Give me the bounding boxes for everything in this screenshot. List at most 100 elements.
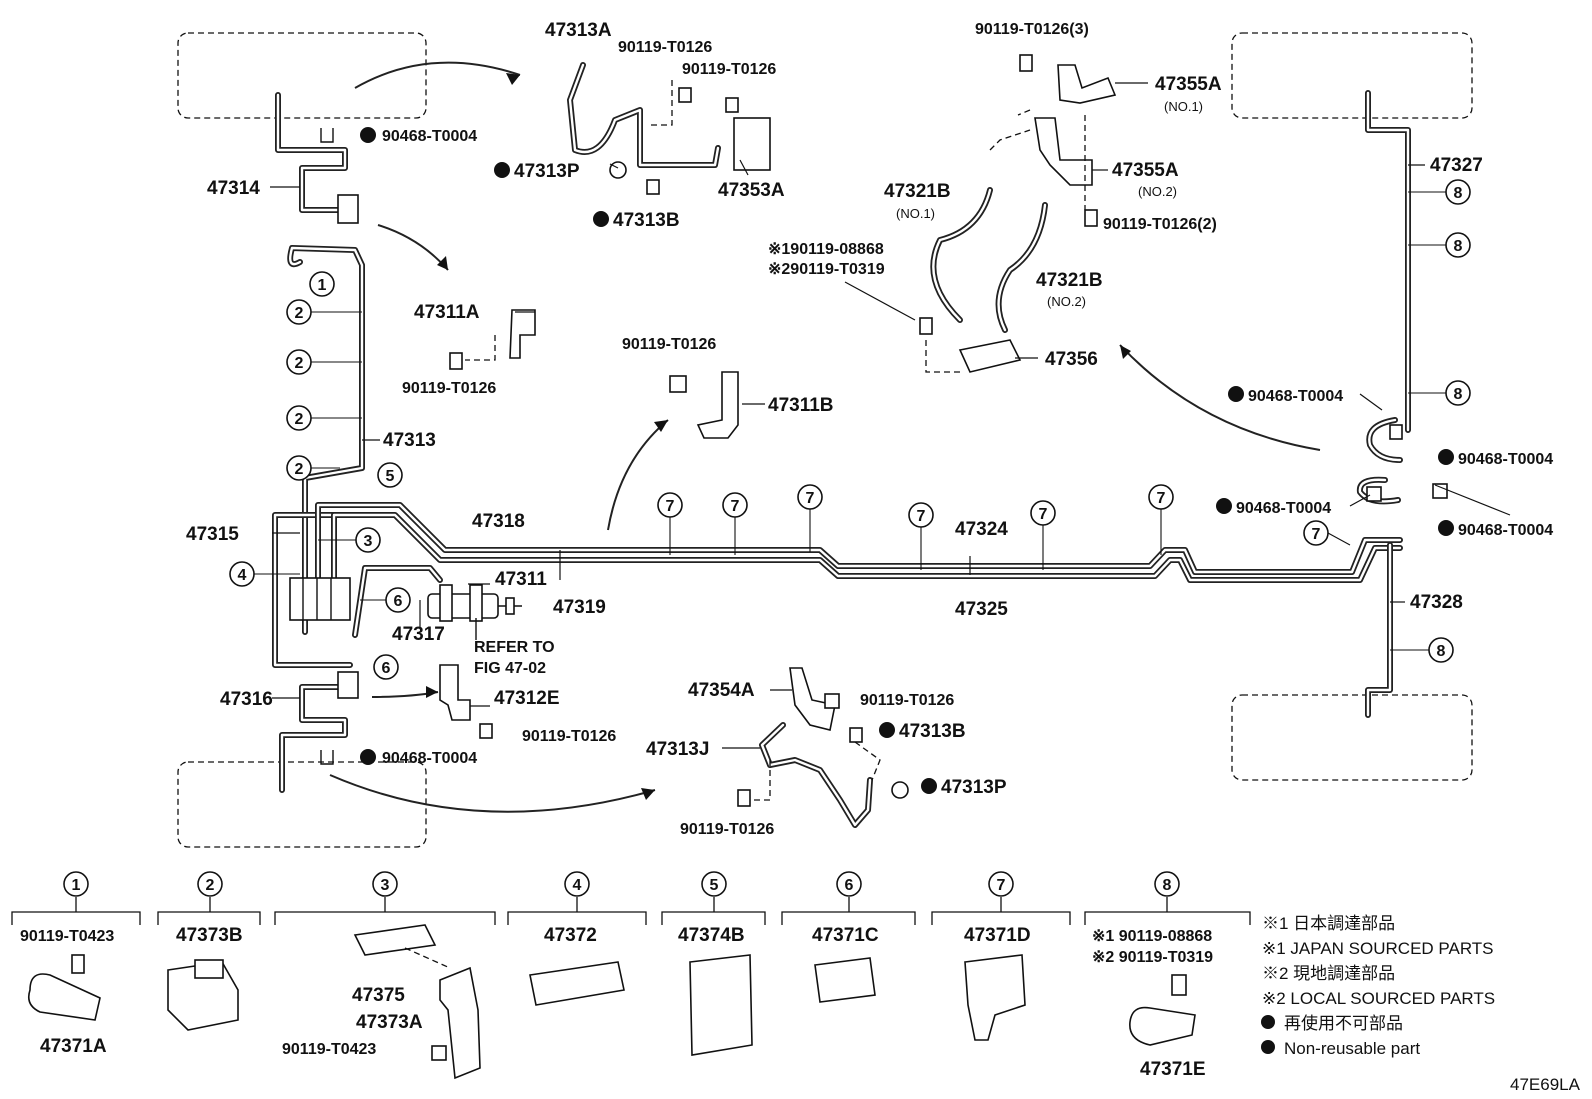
clip-symbols: [320, 127, 1454, 794]
legend-47371D: 47371D: [964, 925, 1031, 946]
svg-text:4: 4: [238, 567, 247, 584]
svg-text:4: 4: [573, 877, 582, 894]
hose-47313A: [567, 62, 771, 195]
svg-text:2: 2: [295, 305, 304, 322]
body-outline-top-right: [1231, 32, 1473, 119]
figure-code: 47E69LA: [1510, 1075, 1581, 1094]
note-non-reusable-en: Non-reusable part: [1284, 1039, 1420, 1058]
callout-7: 7: [1030, 500, 1056, 526]
clamp-47375-icon: [353, 924, 437, 956]
legend-callout-4: 4: [564, 871, 590, 897]
callout-6: 6: [385, 587, 411, 613]
callout-8: 8: [1445, 232, 1471, 258]
legend-callout-3: 3: [372, 871, 398, 897]
label-47354A: 47354A: [688, 680, 755, 701]
legend-callout-2: 2: [197, 871, 223, 897]
note-non-reusable-jp: 再使用不可部品: [1284, 1013, 1403, 1033]
svg-text:2: 2: [295, 411, 304, 428]
label-47327: 47327: [1430, 155, 1483, 176]
svg-text:2: 2: [295, 355, 304, 372]
label-47318: 47318: [472, 511, 525, 532]
svg-text:7: 7: [1312, 526, 1321, 543]
label-fig-47-02: FIG 47-02: [474, 660, 546, 677]
label-90119-T0126: 90119-T0126: [522, 728, 616, 745]
callout-7: 7: [657, 492, 683, 518]
label-47313B: 47313B: [613, 210, 680, 231]
callout-3: 3: [355, 527, 381, 553]
callout-7: 7: [1303, 520, 1329, 546]
label-47316: 47316: [220, 689, 273, 710]
bolt-icon: [431, 1045, 447, 1061]
label-47353A: 47353A: [718, 180, 785, 201]
hoses-47321B: [919, 54, 1117, 373]
label-90119-T0126: 90119-T0126: [682, 61, 776, 78]
label-90119-T0126-3: 90119-T0126(3): [975, 21, 1089, 38]
callout-2: 2: [286, 455, 312, 481]
label-no2: (NO.2): [1047, 294, 1086, 309]
label-47311A: 47311A: [414, 302, 480, 323]
legend-47374B: 47374B: [678, 925, 745, 946]
legend-47371C: 47371C: [812, 925, 879, 946]
legend-47371A: 47371A: [40, 1036, 107, 1057]
callout-ties: [254, 191, 1446, 651]
svg-text:1: 1: [318, 277, 327, 294]
label-no2: (NO.2): [1138, 184, 1177, 199]
clamp-47374B-icon: [689, 954, 753, 1056]
label-90468-T0004: 90468-T0004: [1248, 388, 1343, 405]
legend-callout-6: 6: [836, 871, 862, 897]
svg-text:7: 7: [917, 508, 926, 525]
body-outline-bottom-right: [1231, 694, 1473, 781]
label-47325: 47325: [955, 599, 1008, 620]
label-90119-T0126: 90119-T0126: [680, 821, 774, 838]
label-47313: 47313: [383, 430, 436, 451]
flow-arrows: [329, 61, 1321, 813]
label-47319: 47319: [553, 597, 606, 618]
svg-text:3: 3: [381, 877, 390, 894]
bracket-47311B: [669, 371, 739, 439]
callout-7: 7: [797, 484, 823, 510]
svg-text:8: 8: [1454, 238, 1463, 255]
callout-5: 5: [377, 462, 403, 488]
label-90468-T0004: 90468-T0004: [1236, 500, 1331, 517]
label-90468-T0004: 90468-T0004: [1458, 451, 1553, 468]
label-47317: 47317: [392, 624, 445, 645]
callout-4: 4: [229, 561, 255, 587]
label-47311: 47311: [495, 569, 547, 590]
label-47356: 47356: [1045, 349, 1098, 370]
label-local-bolt: ※290119-T0319: [768, 261, 885, 278]
callout-7: 7: [908, 502, 934, 528]
svg-text:7: 7: [731, 498, 740, 515]
label-47311B: 47311B: [768, 395, 834, 416]
callout-8: 8: [1445, 380, 1471, 406]
svg-text:8: 8: [1454, 386, 1463, 403]
svg-text:7: 7: [1157, 490, 1166, 507]
non-reusable-dot-icon: [1261, 1040, 1275, 1054]
callout-2: 2: [286, 405, 312, 431]
svg-text:7: 7: [997, 877, 1006, 894]
bracket-47312E: [439, 664, 493, 739]
callout-8: 8: [1445, 179, 1471, 205]
label-47324: 47324: [955, 519, 1008, 540]
callout-2: 2: [286, 299, 312, 325]
legend-47373B: 47373B: [176, 925, 243, 946]
non-reusable-dot-icon: [1261, 1015, 1275, 1029]
clamp-47372-icon: [529, 961, 625, 1006]
label-47313P: 47313P: [514, 161, 580, 182]
leader-lines: [270, 82, 1511, 749]
label-90119-T0126: 90119-T0126: [618, 39, 712, 56]
svg-text:1: 1: [72, 877, 81, 894]
label-90119-T0126: 90119-T0126: [402, 380, 496, 397]
legend-47371E: 47371E: [1140, 1059, 1206, 1080]
svg-text:5: 5: [710, 877, 719, 894]
bracket-47373A-icon: [439, 966, 481, 1080]
body-outline-bottom-left: [177, 761, 427, 848]
legend-callout-8: 8: [1154, 871, 1180, 897]
note-local-en: ※2 LOCAL SOURCED PARTS: [1262, 989, 1495, 1008]
brake-pipes: [272, 90, 1411, 793]
label-47312E: 47312E: [494, 688, 560, 709]
svg-text:6: 6: [845, 877, 854, 894]
clamp-47371C-icon: [814, 957, 876, 1003]
clamp-47371A-icon: [27, 973, 101, 1021]
